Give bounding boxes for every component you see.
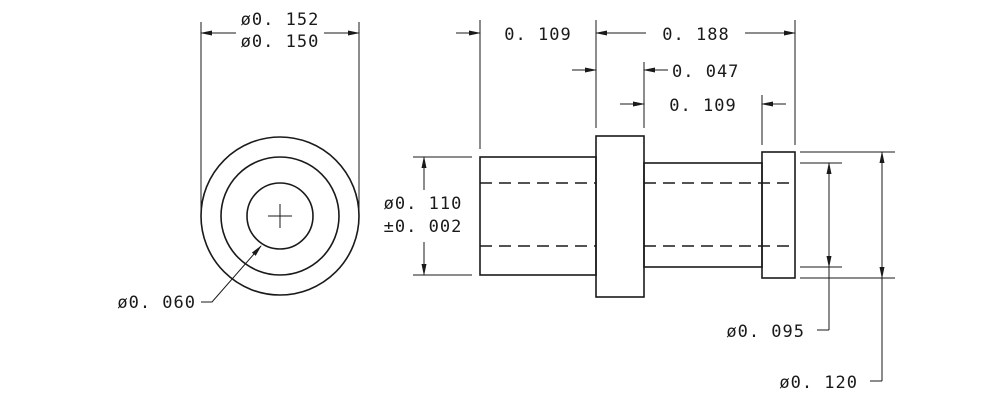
end-view: ø0. 152 ø0. 150 ø0. 060 — [117, 10, 360, 313]
collar — [595, 135, 645, 298]
middle-section — [643, 162, 763, 268]
side-view: 0. 109 0. 188 0. 047 0. 109 ø0. 110 ±0. … — [384, 20, 895, 393]
bore-circle — [246, 182, 314, 250]
collar-width-label: 0. 047 — [672, 62, 739, 82]
overall-length-label: 0. 188 — [662, 25, 729, 45]
bore-label: ø0. 060 — [117, 293, 196, 313]
body-tol-label: ±0. 002 — [384, 217, 463, 237]
body-dia-label: ø0. 110 — [384, 194, 463, 214]
middle-circle — [220, 156, 340, 276]
flange-dia-label: ø0. 120 — [779, 373, 858, 393]
bore-leader — [201, 245, 262, 303]
left-length-label: 0. 109 — [504, 25, 571, 45]
right-flange — [761, 151, 796, 279]
od-max-label: ø0. 152 — [241, 10, 320, 30]
inner-dia-label: ø0. 095 — [726, 322, 805, 342]
od-min-label: ø0. 150 — [241, 32, 320, 52]
left-body — [479, 156, 597, 276]
middle-length-label: 0. 109 — [669, 96, 736, 116]
